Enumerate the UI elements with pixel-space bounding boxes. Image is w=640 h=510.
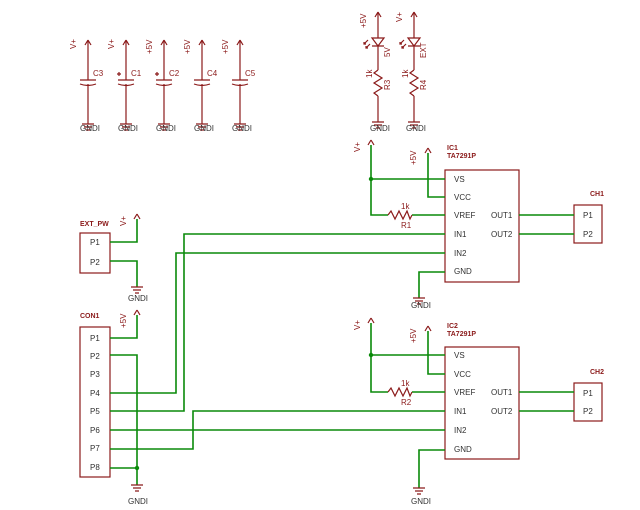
c3-gnd-label: GNDI <box>80 124 100 133</box>
c1-rail-label: V+ <box>107 39 116 49</box>
con1-rail-label: +5V <box>119 313 128 328</box>
ic2-vs-rail-label: V+ <box>353 320 362 330</box>
ext-pw-gnd-label: GNDI <box>128 294 148 303</box>
ic2-pin-vs: VS <box>454 351 465 360</box>
ic2-pin-vcc: VCC <box>454 370 471 379</box>
capacitor-c4[interactable]: +5V C4 GNDI <box>183 39 218 133</box>
con1-pin-p8: P8 <box>90 463 100 472</box>
ch1-pin-p2: P2 <box>583 230 593 239</box>
connector-ext-pw[interactable]: EXT_PW P1 P2 V+ GNDI <box>79 213 148 303</box>
con1-pin-p2: P2 <box>90 352 100 361</box>
c3-rail-label: V+ <box>69 39 78 49</box>
con1-nets: GNDI <box>110 233 445 506</box>
led-ext-label: EXT <box>419 42 428 58</box>
ic2-pin-out1: OUT1 <box>491 388 513 397</box>
ch2-name: CH2 <box>590 369 604 376</box>
led-ext-rail-label: V+ <box>395 12 404 22</box>
ic2-name: IC2 <box>447 323 458 330</box>
r4-value: 1k <box>401 69 410 78</box>
r3-label: R3 <box>383 79 392 90</box>
ch1-name: CH1 <box>590 191 604 198</box>
connector-ch2[interactable]: CH2 P1 P2 <box>519 369 604 422</box>
led-5v-gnd-label: GNDI <box>370 124 390 133</box>
c4-label: C4 <box>207 69 218 78</box>
led-ext-gnd-label: GNDI <box>406 124 426 133</box>
ic1-gnd-label: GNDI <box>411 301 431 310</box>
ic2-pin-in1: IN1 <box>454 407 467 416</box>
con1-name: CON1 <box>80 313 100 320</box>
ic1-pin-gnd: GND <box>454 267 472 276</box>
ext-pw-rail-label: V+ <box>119 216 128 226</box>
led-5v-branch[interactable]: +5V 5V 1k R3 GNDI <box>359 11 392 133</box>
ic2-pin-vref: VREF <box>454 388 475 397</box>
led-ext-branch[interactable]: V+ EXT 1k R4 GNDI <box>395 12 428 133</box>
connector-con1[interactable]: CON1 P1 P2 P3 P4 P5 P6 P7 P8 +5V <box>79 309 141 478</box>
ic2-pin-out2: OUT2 <box>491 407 513 416</box>
ic1-vcc-rail-label: +5V <box>409 150 418 165</box>
ic1-pin-out2: OUT2 <box>491 230 513 239</box>
c4-gnd-label: GNDI <box>194 124 214 133</box>
r2-label: R2 <box>401 398 412 407</box>
c5-label: C5 <box>245 69 256 78</box>
ic2-pin-gnd: GND <box>454 445 472 454</box>
led-5v-label: 5V <box>383 47 392 57</box>
c1-label: C1 <box>131 69 142 78</box>
ext-pw-name: EXT_PW <box>80 221 109 228</box>
ic1-pin-out1: OUT1 <box>491 211 513 220</box>
ic1-pin-vcc: VCC <box>454 193 471 202</box>
con1-pin-p7: P7 <box>90 444 100 453</box>
con1-pin-p6: P6 <box>90 426 100 435</box>
ext-pw-pin-p1: P1 <box>90 238 100 247</box>
ic1-vs-rail-label: V+ <box>353 142 362 152</box>
ic1-name: IC1 <box>447 145 458 152</box>
c1-gnd-label: GNDI <box>118 124 138 133</box>
c4-rail-label: +5V <box>183 39 192 54</box>
r1-label: R1 <box>401 221 412 230</box>
ic1-pin-vs: VS <box>454 175 465 184</box>
r4-label: R4 <box>419 79 428 90</box>
con1-pin-p5: P5 <box>90 407 100 416</box>
ic2-power-nets: V+ +5V 1k R2 GNDI <box>353 317 445 506</box>
ic1-power-nets: V+ +5V 1k R1 GNDI <box>353 139 445 310</box>
ic1-pin-in1: IN1 <box>454 230 467 239</box>
con1-pin-p3: P3 <box>90 370 100 379</box>
c3-label: C3 <box>93 69 104 78</box>
r3-value: 1k <box>365 69 374 78</box>
ch2-pin-p2: P2 <box>583 407 593 416</box>
ch2-pin-p1: P1 <box>583 389 593 398</box>
c5-rail-label: +5V <box>221 39 230 54</box>
ic2-part: TA7291P <box>447 331 476 338</box>
c2-label: C2 <box>169 69 180 78</box>
ext-pw-pin-p2: P2 <box>90 258 100 267</box>
r1-value: 1k <box>401 202 410 211</box>
c5-gnd-label: GNDI <box>232 124 252 133</box>
ic1-pin-vref: VREF <box>454 211 475 220</box>
con1-gnd-label: GNDI <box>128 497 148 506</box>
ic1-part: TA7291P <box>447 153 476 160</box>
ic2-pin-in2: IN2 <box>454 426 467 435</box>
c2-gnd-label: GNDI <box>156 124 176 133</box>
ic2-vcc-rail-label: +5V <box>409 328 418 343</box>
c2-rail-label: +5V <box>145 39 154 54</box>
connector-ch1[interactable]: CH1 P1 P2 <box>519 191 604 244</box>
r2-value: 1k <box>401 379 410 388</box>
ic1-pin-in2: IN2 <box>454 249 467 258</box>
ic1[interactable]: IC1 TA7291P VS VCC VREF IN1 IN2 GND OUT1… <box>444 145 520 283</box>
capacitor-c5[interactable]: +5V C5 GNDI <box>221 39 256 133</box>
con1-pin-p4: P4 <box>90 389 100 398</box>
capacitor-c3[interactable]: V+ C3 GNDI <box>69 39 104 133</box>
ic2-gnd-label: GNDI <box>411 497 431 506</box>
capacitor-c1[interactable]: V+ C1 GNDI <box>107 39 142 133</box>
ic2[interactable]: IC2 TA7291P VS VCC VREF IN1 IN2 GND OUT1… <box>444 323 520 460</box>
ch1-pin-p1: P1 <box>583 211 593 220</box>
led-5v-rail-label: +5V <box>359 13 368 28</box>
capacitor-c2[interactable]: +5V C2 GNDI <box>145 39 180 133</box>
con1-pin-p1: P1 <box>90 334 100 343</box>
